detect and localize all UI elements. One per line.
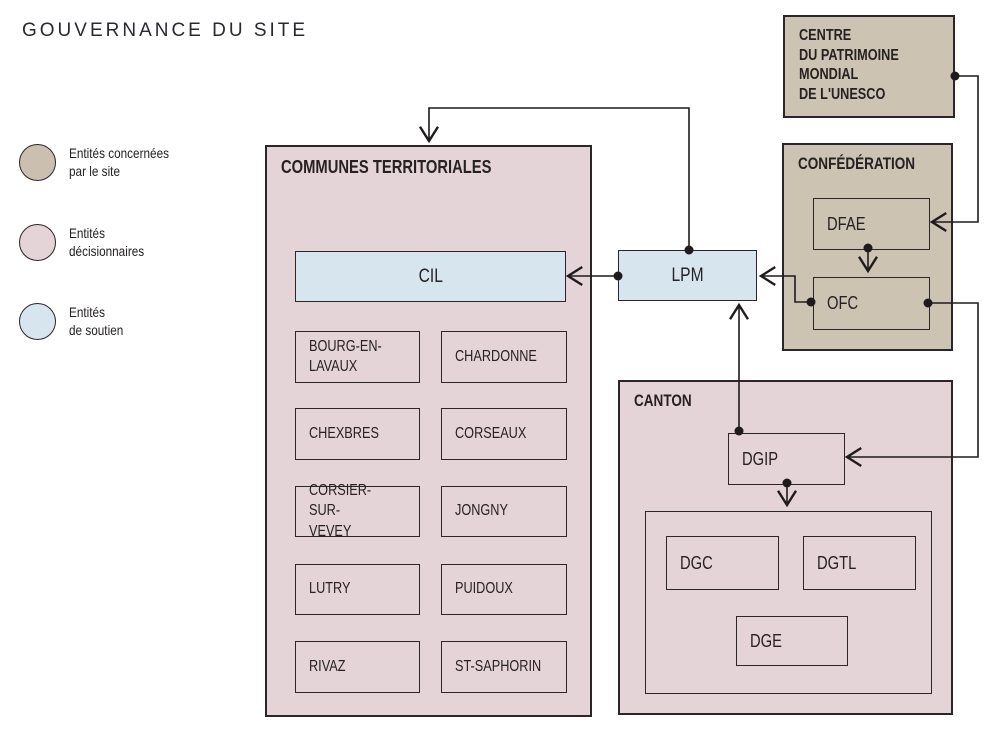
dge-box: DGE [736,616,848,666]
commune-box-bourg-en-lavaux: BOURG-EN- LAVAUX [295,331,420,383]
commune-box-corseaux: CORSEAUX [441,408,567,460]
commune-box-corsier-sur-vevey: CORSIER-SUR- VEVEY [295,482,420,540]
unesco-title: CENTRE DU PATRIMOINE MONDIAL DE L'UNESCO [799,27,899,103]
legend-item-soutien: Entités de soutien [19,303,134,340]
legend-label: Entités de soutien [69,303,124,338]
cil-label: CIL [418,265,443,287]
commune-box-st-saphorin: ST-SAPHORIN [441,641,567,693]
unesco-box: CENTRE DU PATRIMOINE MONDIAL DE L'UNESCO [783,15,955,118]
lpm-box: LPM [618,250,757,301]
lpm-label: LPM [671,264,704,286]
canton-title: CANTON [634,392,692,410]
legend-label: Entités décisionnaires [69,224,145,259]
canton-box: CANTON DGIP DGC DGTL DGE [618,380,953,715]
legend-label: Entités concernées par le site [69,144,170,179]
legend-swatch-decisionnaires [19,224,56,261]
commune-box-chardonne: CHARDONNE [441,331,567,383]
dfae-box: DFAE [813,198,930,250]
page-title: GOUVERNANCE DU SITE [22,20,309,41]
confederation-title: CONFÉDÉRATION [798,155,916,173]
dgip-box: DGIP [728,433,845,485]
commune-box-jongny: JONGNY [441,486,567,537]
commune-box-lutry: LUTRY [295,564,420,615]
ofc-box: OFC [813,277,930,330]
commune-box-puidoux: PUIDOUX [441,564,567,615]
communes-territoriales-title: COMMUNES TERRITORIALES [281,157,492,177]
legend-item-concernees: Entités concernées par le site [19,144,188,181]
commune-box-rivaz: RIVAZ [295,641,420,693]
legend-swatch-concernees [19,144,56,181]
cil-box: CIL [295,251,566,302]
confederation-box: CONFÉDÉRATION DFAE OFC [782,143,953,351]
legend-item-decisionnaires: Entités décisionnaires [19,224,159,261]
dgtl-box: DGTL [803,536,916,590]
canton-subgroup-box: DGC DGTL DGE [645,511,932,694]
dgc-box: DGC [666,536,779,590]
commune-box-chexbres: CHEXBRES [295,408,420,460]
communes-territoriales-box: COMMUNES TERRITORIALES CIL BOURG-EN- LAV… [265,145,592,717]
legend-swatch-soutien [19,303,56,340]
